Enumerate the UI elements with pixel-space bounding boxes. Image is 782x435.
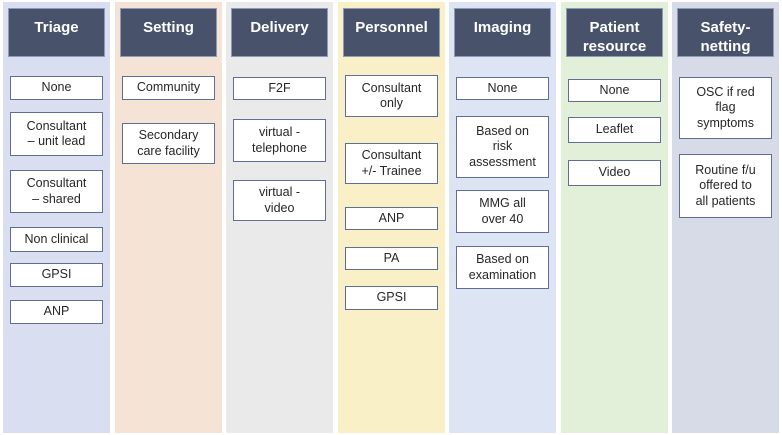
option-mmg-all-over-40: MMG all over 40 (456, 190, 549, 233)
option-f2f: F2F (233, 77, 326, 100)
option-none: None (568, 79, 661, 102)
option-based-on-risk-assessment: Based on risk assessment (456, 116, 549, 178)
column-header-delivery: Delivery (231, 8, 328, 57)
column-header-personnel: Personnel (343, 8, 440, 57)
column-safety-netting: Safety- netting OSC if red flag symptoms… (672, 2, 779, 433)
column-delivery: Delivery F2F virtual - telephone virtual… (226, 2, 333, 433)
option-pa: PA (345, 247, 438, 270)
column-header-safety-netting: Safety- netting (677, 8, 774, 57)
option-video: Video (568, 160, 661, 186)
option-community: Community (122, 76, 215, 100)
option-routine-fu: Routine f/u offered to all patients (679, 154, 772, 218)
option-osc-if-red-flag: OSC if red flag symptoms (679, 77, 772, 139)
option-consultant-shared: Consultant – shared (10, 170, 103, 213)
option-consultant-unit-lead: Consultant – unit lead (10, 112, 103, 156)
option-virtual-video: virtual - video (233, 180, 326, 221)
column-header-triage: Triage (8, 8, 105, 57)
column-patient-resource: Patient resource None Leaflet Video (561, 2, 668, 433)
column-header-imaging: Imaging (454, 8, 551, 57)
option-consultant-trainee: Consultant +/- Trainee (345, 143, 438, 184)
option-consultant-only: Consultant only (345, 75, 438, 117)
option-anp: ANP (345, 207, 438, 230)
column-imaging: Imaging None Based on risk assessment MM… (449, 2, 556, 433)
column-header-patient-resource: Patient resource (566, 8, 663, 57)
option-gpsi: GPSI (10, 263, 103, 287)
option-anp: ANP (10, 300, 103, 324)
column-personnel: Personnel Consultant only Consultant +/-… (338, 2, 445, 433)
option-secondary-care-facility: Secondary care facility (122, 123, 215, 164)
option-none: None (456, 77, 549, 100)
column-triage: Triage None Consultant – unit lead Consu… (3, 2, 110, 433)
option-non-clinical: Non clinical (10, 227, 103, 252)
option-leaflet: Leaflet (568, 117, 661, 143)
option-gpsi: GPSI (345, 286, 438, 310)
option-virtual-telephone: virtual - telephone (233, 119, 326, 162)
option-based-on-examination: Based on examination (456, 246, 549, 289)
column-setting: Setting Community Secondary care facilit… (115, 2, 222, 433)
column-header-setting: Setting (120, 8, 217, 57)
option-none: None (10, 76, 103, 100)
